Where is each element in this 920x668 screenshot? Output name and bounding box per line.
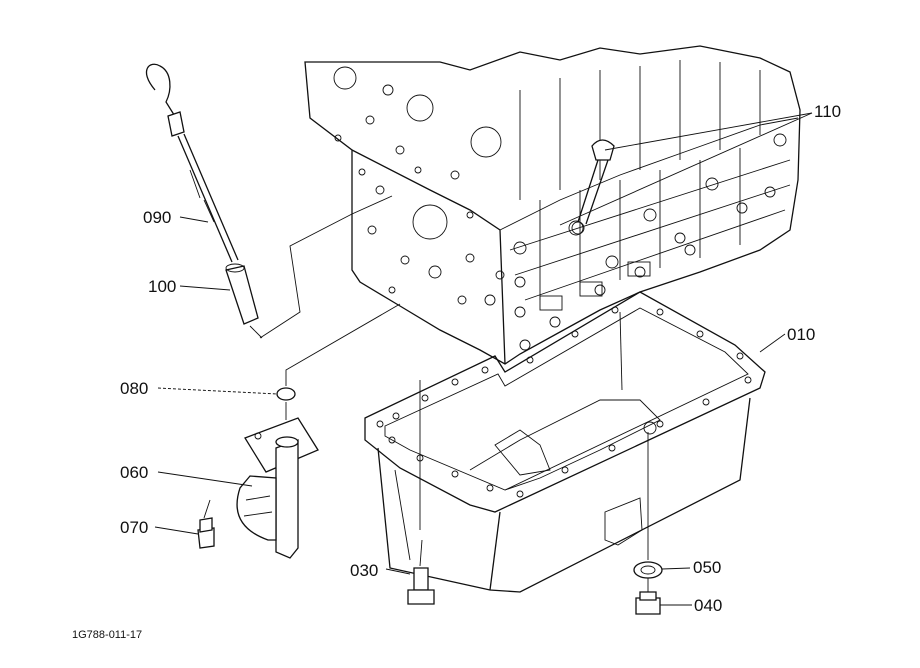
oil-pan-bolt-holes <box>376 306 752 498</box>
callout-100: 100 <box>148 277 176 296</box>
callout-040: 040 <box>694 596 722 615</box>
dipstick-090 <box>145 63 239 263</box>
callout-050: 050 <box>693 558 721 577</box>
callout-090: 090 <box>143 208 171 227</box>
engine-block <box>304 45 801 365</box>
callout-080: 080 <box>120 379 148 398</box>
oil-pan-010 <box>364 291 766 593</box>
gasket-050 <box>633 561 663 579</box>
leader-lines <box>154 112 813 606</box>
callout-030: 030 <box>350 561 378 580</box>
drawing-code: 1G788-011-17 <box>72 629 142 641</box>
callout-110: 110 <box>814 102 841 121</box>
dipstick-guide-100 <box>225 263 259 325</box>
o-ring-080 <box>276 387 296 401</box>
block-holes <box>333 66 531 351</box>
callout-060: 060 <box>120 463 148 482</box>
oil-strainer-060 <box>236 417 319 559</box>
callout-010: 010 <box>787 325 815 344</box>
oil-pressure-switch-110 <box>571 139 615 235</box>
callout-070: 070 <box>120 518 148 537</box>
assembly-lines <box>249 195 649 592</box>
block-ribs <box>509 60 791 328</box>
bolt-070 <box>197 499 215 549</box>
bolt-030 <box>407 567 435 605</box>
drain-plug-040 <box>635 591 661 615</box>
